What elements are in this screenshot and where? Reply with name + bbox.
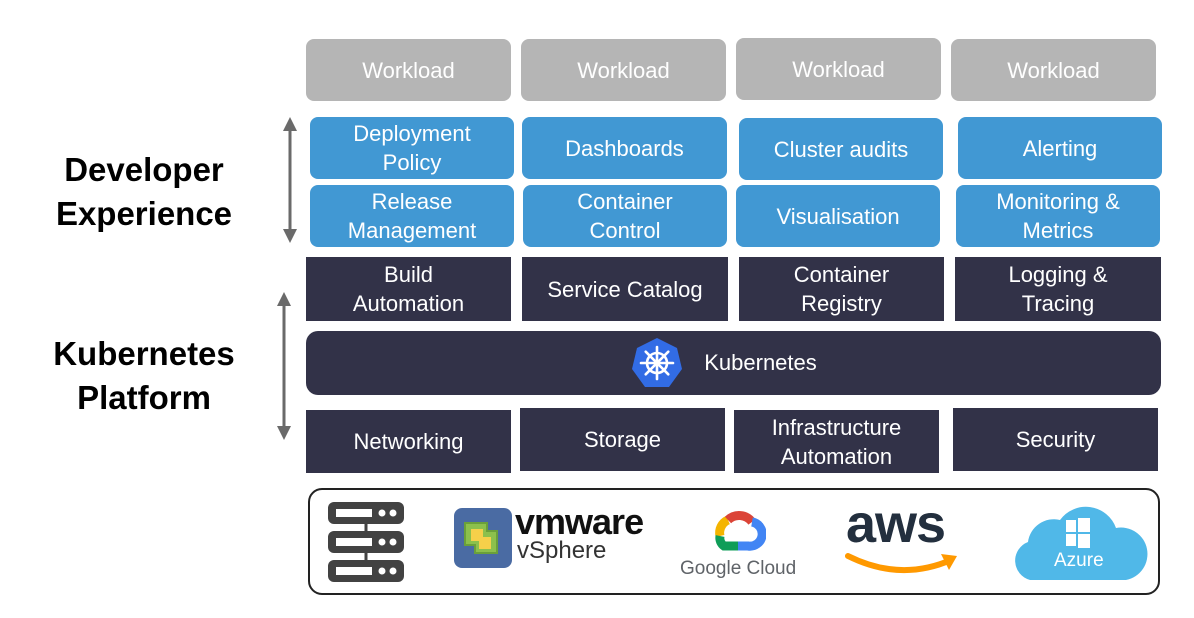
- platform-security: Security: [953, 408, 1158, 471]
- aws-smile-icon: [845, 553, 957, 574]
- dx-monitoring-metrics: Monitoring & Metrics: [956, 185, 1160, 247]
- platform-storage: Storage: [520, 408, 725, 471]
- google-cloud-logo-icon: [715, 511, 766, 551]
- azure-cloud-icon: [1015, 506, 1148, 580]
- vsphere-logo-icon: [454, 508, 512, 568]
- vmware-wordmark: vmware: [515, 501, 644, 542]
- platform-logging-tracing: Logging & Tracing: [955, 257, 1161, 321]
- platform-container-registry: Container Registry: [739, 257, 944, 321]
- workload-box: Workload: [306, 39, 511, 101]
- workload-box: Workload: [736, 38, 941, 100]
- kubernetes-platform-arrow-icon: [277, 292, 291, 440]
- kubernetes-bar: Kubernetes: [306, 331, 1161, 395]
- dx-cluster-audits: Cluster audits: [739, 118, 943, 180]
- section-label-developer-experience: Developer Experience: [55, 151, 233, 232]
- workload-box: Workload: [951, 39, 1156, 101]
- azure-label: Azure: [1054, 550, 1104, 571]
- infrastructure-providers: [308, 488, 1160, 595]
- kubernetes-label: Kubernetes: [704, 350, 817, 375]
- google-cloud-wordmark: Google Cloud: [680, 558, 797, 579]
- dx-dashboards: Dashboards: [522, 117, 727, 179]
- kubernetes-logo-icon: [632, 338, 683, 387]
- section-label-kubernetes-platform: Kubernetes Platform: [53, 335, 235, 416]
- dx-visualisation: Visualisation: [736, 185, 940, 247]
- platform-build-automation: Build Automation: [306, 257, 511, 321]
- dx-release-management: Release Management: [310, 185, 514, 247]
- platform-networking: Networking: [306, 410, 511, 473]
- server-rack-icon: [328, 502, 404, 582]
- workload-box: Workload: [521, 39, 726, 101]
- aws-wordmark: aws: [846, 494, 946, 554]
- dx-deployment-policy: Deployment Policy: [310, 117, 514, 179]
- dx-container-control: Container Control: [523, 185, 727, 247]
- developer-experience-arrow-icon: [283, 117, 297, 243]
- platform-infrastructure-automation: Infrastructure Automation: [734, 410, 939, 473]
- platform-service-catalog: Service Catalog: [522, 257, 728, 321]
- vsphere-wordmark: vSphere: [517, 537, 607, 564]
- dx-alerting: Alerting: [958, 117, 1162, 179]
